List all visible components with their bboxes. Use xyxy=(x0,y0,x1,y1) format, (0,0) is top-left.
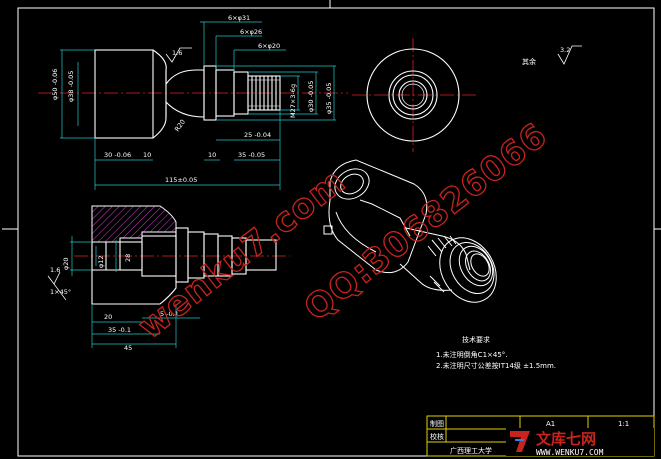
section-len-35: 35 -0.1 xyxy=(108,326,131,334)
dim-len-115: 115±0.05 xyxy=(165,176,197,184)
scale-ratio: 1:1 xyxy=(618,420,629,428)
dim-d-right1: φ30 -0.05 xyxy=(307,81,315,112)
watermark-qq: QQ:306826066 xyxy=(297,115,555,329)
site-logo: 文库七网 WWW.WENKU7.COM xyxy=(506,428,654,457)
roughness-side: 3.2 xyxy=(560,46,570,54)
school-name: 广西理工大学 xyxy=(450,446,492,455)
dim-hole3: 6×φ20 xyxy=(258,42,280,50)
roughness-symbol-front xyxy=(165,47,192,63)
logo-url: WWW.WENKU7.COM xyxy=(536,448,604,457)
dim-thread: M27×3-6g xyxy=(289,84,297,118)
section-d-mid: 28 xyxy=(124,254,132,262)
watermark: wenku7.com QQ:306826066 xyxy=(130,114,555,347)
section-bottom-dim: 5 -0.1 xyxy=(160,310,179,318)
dim-len-10b: 10 xyxy=(208,151,216,159)
section-view: 1.6 1×45° φ20 φ12 28 20 35 -0.1 45 5 -0.… xyxy=(47,205,290,352)
dim-d-right2: φ35 -0.05 xyxy=(325,83,333,114)
notes-line-1: 1.未注明倒角C1×45°. xyxy=(436,350,508,359)
front-view: φ50 -0.06 φ38 -0.05 M27×3-6g φ30 -0.05 φ… xyxy=(38,14,348,190)
dim-hole1: 6×φ31 xyxy=(228,14,250,22)
sheet-size: A1 xyxy=(546,420,555,428)
dim-len-25: 25 -0.04 xyxy=(244,131,271,139)
section-len-20: 20 xyxy=(104,313,112,321)
roughness-symbol-side xyxy=(557,45,582,65)
logo-7-icon xyxy=(510,431,530,452)
dim-d-left: φ50 -0.06 xyxy=(51,69,59,100)
dim-r20: R20 xyxy=(173,118,187,133)
logo-brand: 文库七网 xyxy=(536,430,596,448)
side-other-label: 其余 xyxy=(522,57,536,66)
dim-len-10a: 10 xyxy=(143,151,151,159)
dim-len-30: 30 -0.06 xyxy=(104,151,131,159)
section-len-45: 45 xyxy=(124,344,132,352)
dim-hole2: 6×φ26 xyxy=(240,28,262,36)
designer-label: 制图 xyxy=(430,419,444,428)
roughness-front: 1.6 xyxy=(172,49,182,57)
notes-line-2: 2.未注明尺寸公差按IT14级 ±1.5mm. xyxy=(436,361,556,370)
title-block: 制图 校核 广西理工大学 A1 1:1 xyxy=(426,415,655,457)
checker-label: 校核 xyxy=(430,432,444,441)
section-hatch xyxy=(91,205,177,243)
side-view: 其余 3.2 xyxy=(352,38,582,152)
section-roughness: 1.6 xyxy=(50,266,60,274)
section-d-small: φ12 xyxy=(97,255,105,268)
technical-notes: 技术要求 1.未注明倒角C1×45°. 2.未注明尺寸公差按IT14级 ±1.5… xyxy=(436,335,556,370)
section-chamfer: 1×45° xyxy=(50,288,71,296)
section-d-hole: φ20 xyxy=(62,257,70,270)
notes-title: 技术要求 xyxy=(462,335,490,344)
dim-len-35: 35 -0.05 xyxy=(238,151,265,159)
dim-d-inner: φ38 -0.05 xyxy=(67,71,75,102)
isometric-view xyxy=(323,159,497,303)
